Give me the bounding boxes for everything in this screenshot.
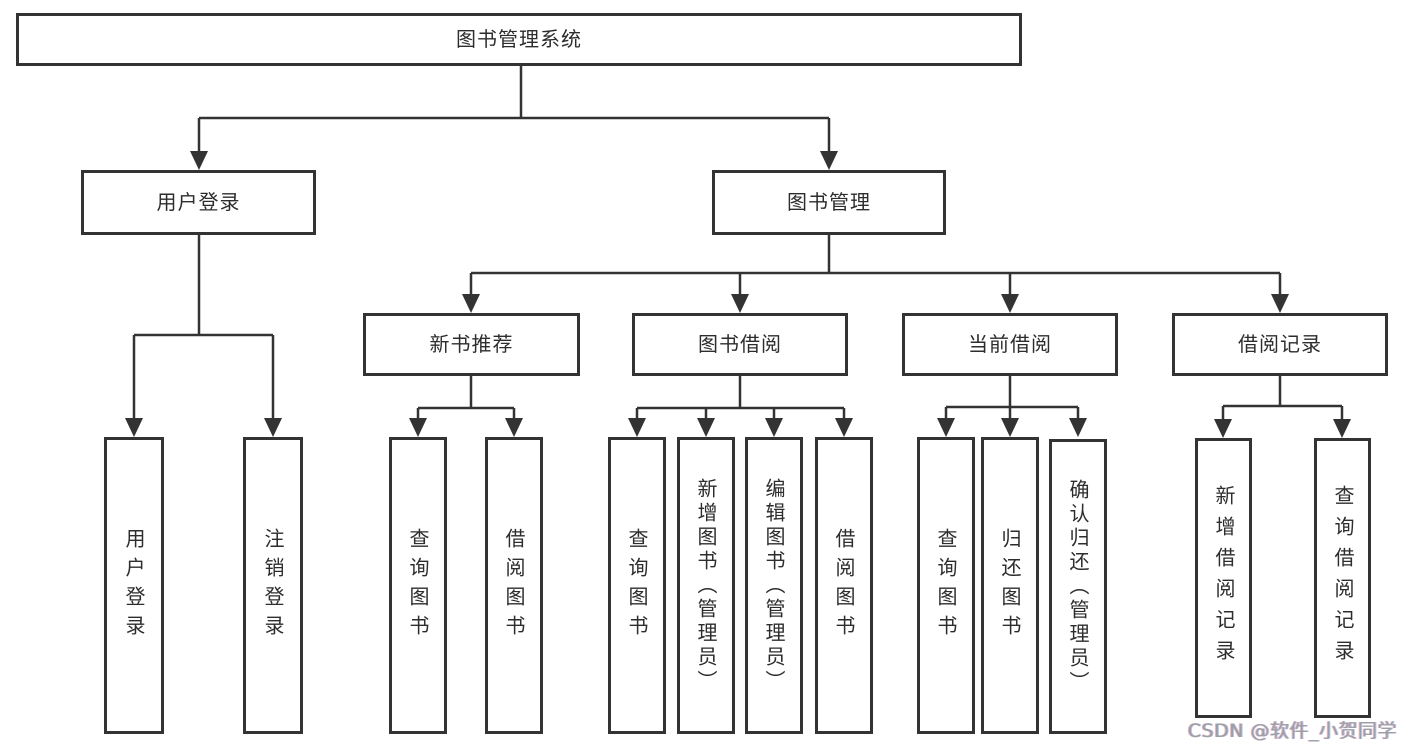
leaf-cb-return-book: 归还图书 [981,437,1039,734]
arrowhead [409,418,427,437]
arrowhead [1271,294,1289,313]
arrowhead [1214,419,1232,438]
node-new-book-recommend: 新书推荐 [363,313,580,376]
node-current-borrow: 当前借阅 [902,313,1118,376]
node-root-system: 图书管理系统 [16,13,1022,66]
connector-book-management-to-level3 [462,233,1289,313]
connector-book-borrow-to-leaves [628,376,853,437]
arrowhead [125,418,143,437]
connector-root-to-level2 [190,66,838,170]
csdn-watermark: CSDN @软件_小贺同学 [1187,720,1397,742]
node-book-management: 图书管理 [712,170,946,235]
arrowhead [820,151,838,170]
arrowhead [1001,294,1019,313]
leaf-bb-borrow-book: 借阅图书 [815,437,873,734]
arrowhead [264,418,282,437]
leaf-br-query-record: 查询借阅记录 [1314,438,1371,718]
node-borrow-record: 借阅记录 [1172,313,1388,376]
arrowhead [505,418,523,437]
arrowhead [937,418,955,437]
leaf-bb-query-book: 查询图书 [608,437,666,734]
leaf-logout: 注销登录 [243,437,303,734]
connector-user-login-to-leaves [125,233,282,437]
arrowhead [835,418,853,437]
arrowhead [1001,418,1019,437]
arrowhead [628,418,646,437]
leaf-cb-query-book: 查询图书 [917,437,975,734]
leaf-bb-add-book-admin: 新增图书（管理员） [677,437,735,734]
arrowhead [190,151,208,170]
node-book-borrow: 图书借阅 [632,313,848,376]
leaf-nbr-query-book: 查询图书 [389,437,447,734]
node-user-login: 用户登录 [81,170,316,235]
connector-borrow-record-to-leaves [1214,376,1351,438]
leaf-nbr-borrow-book: 借阅图书 [485,437,543,734]
connector-new-book-recommend-to-leaves [409,376,523,437]
arrowhead [1333,419,1351,438]
arrowhead [462,294,480,313]
leaf-br-add-record: 新增借阅记录 [1195,438,1252,718]
arrowhead [765,418,783,437]
leaf-user-login: 用户登录 [104,437,164,734]
leaf-bb-edit-book-admin: 编辑图书（管理员） [745,437,803,734]
arrowhead [1069,418,1087,437]
arrowhead [697,418,715,437]
connector-current-borrow-to-leaves [937,376,1087,437]
arrowhead [731,294,749,313]
leaf-cb-confirm-return-admin: 确认归还（管理员） [1049,439,1107,734]
